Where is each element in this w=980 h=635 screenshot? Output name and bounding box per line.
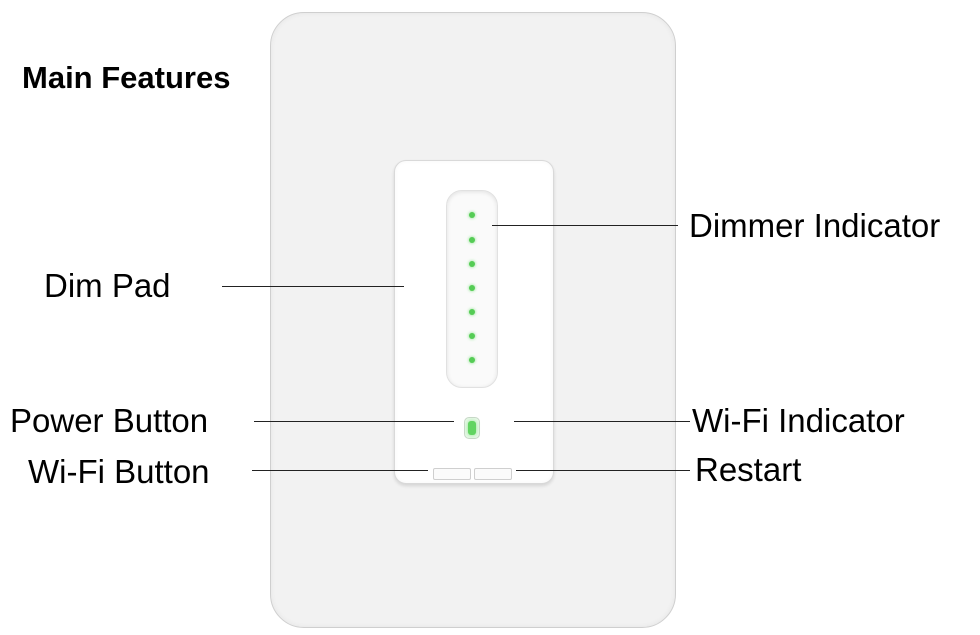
- dimmer-indicator-led: [469, 357, 475, 363]
- power-button-callout-line: [254, 421, 454, 422]
- dimmer-indicator-led: [469, 285, 475, 291]
- dimmer-indicator-led: [469, 333, 475, 339]
- dimmer-indicator-callout-line: [492, 225, 678, 226]
- wifi-indicator-label: Wi-Fi Indicator: [692, 402, 905, 439]
- dimmer-indicator-led: [469, 237, 475, 243]
- restart-button-key: [474, 468, 512, 480]
- restart-callout-line: [516, 470, 690, 471]
- page-title: Main Features: [22, 60, 231, 95]
- dim-pad-callout-line: [222, 286, 404, 287]
- dim-pad-label: Dim Pad: [44, 267, 171, 304]
- dimmer-indicator-label: Dimmer Indicator: [689, 207, 941, 244]
- dimmer-indicator-led: [469, 212, 475, 218]
- dimmer-indicator-led: [469, 309, 475, 315]
- dimmer-indicator-led: [469, 261, 475, 267]
- power-button-label: Power Button: [10, 402, 209, 439]
- power-button-led: [468, 421, 476, 435]
- wifi-button-key: [433, 468, 471, 480]
- restart-label: Restart: [695, 451, 802, 488]
- wifi-indicator-callout-line: [514, 421, 690, 422]
- wifi-button-callout-line: [252, 470, 428, 471]
- wifi-button-label: Wi-Fi Button: [28, 453, 210, 490]
